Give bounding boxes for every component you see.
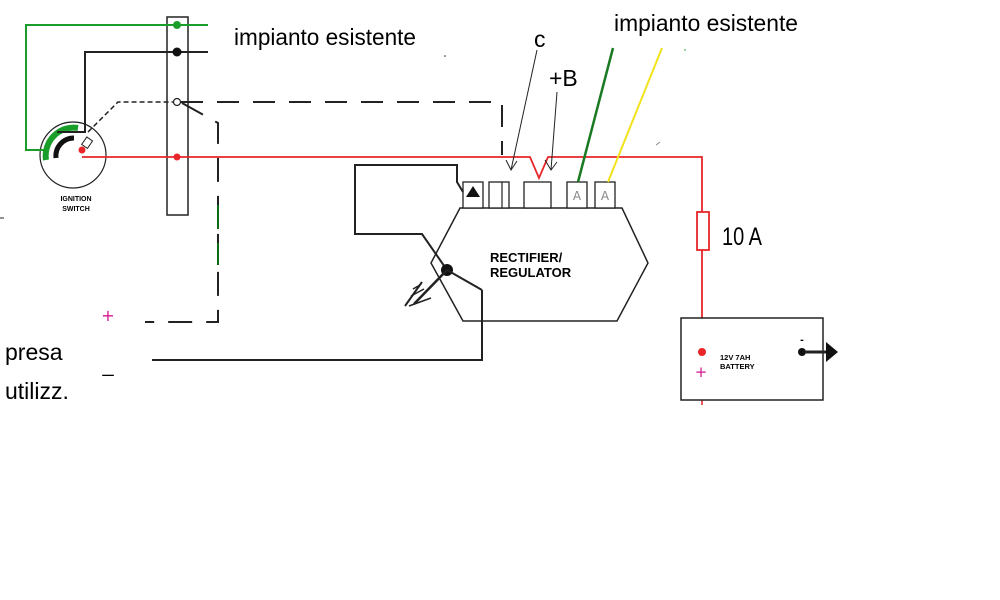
label-impianto-left: impianto esistente <box>234 24 416 50</box>
rectifier-label-2: REGULATOR <box>490 265 572 280</box>
ignition-key <box>53 135 75 159</box>
ignition-green-arc <box>42 124 79 161</box>
dashed-wire-short <box>87 101 177 133</box>
yellow-wire-a2 <box>607 47 663 183</box>
battery-label-2: BATTERY <box>720 362 755 371</box>
terminal-a2-label: A <box>601 189 610 203</box>
callout-plus-b <box>550 91 558 171</box>
terminal-a2 <box>594 181 616 209</box>
label-impianto-right: impianto esistente <box>614 10 798 36</box>
dashed-wire-long <box>181 101 503 155</box>
green-wire-a1 <box>576 47 615 183</box>
terminal-c <box>488 181 510 209</box>
label-presa: presa <box>5 339 63 365</box>
dashed-wire-presa <box>145 102 219 323</box>
ignition-switch: IGNITION SWITCH <box>39 121 107 213</box>
battery-negative-terminal <box>798 348 806 356</box>
battery-positive-terminal <box>698 348 706 356</box>
terminal-black <box>172 47 182 57</box>
battery-ground-icon <box>826 342 838 362</box>
label-utilizz: utilizz. <box>5 378 69 404</box>
ground-loop-wire <box>354 164 464 271</box>
terminal-open <box>172 97 182 107</box>
black-wire <box>57 51 208 133</box>
terminal-a1-label: A <box>573 189 582 203</box>
green-wire <box>25 24 208 151</box>
presa-plus-sign: + <box>101 306 114 325</box>
ignition-label-1: IGNITION <box>60 196 91 203</box>
battery-body <box>680 317 824 401</box>
rectifier-regulator-body <box>430 207 649 322</box>
rectifier-label-1: RECTIFIER/ <box>490 250 563 265</box>
battery-plus-sign: + <box>695 363 708 381</box>
ignition-contact <box>80 136 94 150</box>
terminal-a1 <box>566 181 588 209</box>
terminal-green <box>173 21 181 29</box>
label-plus-b: +B <box>549 65 578 91</box>
presa-minus-sign: _ <box>101 355 114 377</box>
label-fuse: 10 A <box>722 223 762 251</box>
rectifier-terminals: A A <box>462 181 616 209</box>
callout-c <box>510 49 538 171</box>
terminal-plus-b <box>523 181 552 209</box>
ignition-label-2: SWITCH <box>62 206 90 213</box>
battery-minus: - <box>800 334 804 346</box>
presa-negative-wire <box>152 290 483 361</box>
ground-arrow-icon <box>466 186 480 197</box>
terminal-red <box>173 153 181 161</box>
ignition-red-terminal <box>78 146 86 154</box>
fuse <box>696 211 710 251</box>
battery-label-1: 12V 7AH <box>720 353 750 362</box>
label-c: c <box>534 26 546 52</box>
ground-symbol-icon <box>404 281 432 307</box>
terminal-strip <box>166 16 189 216</box>
